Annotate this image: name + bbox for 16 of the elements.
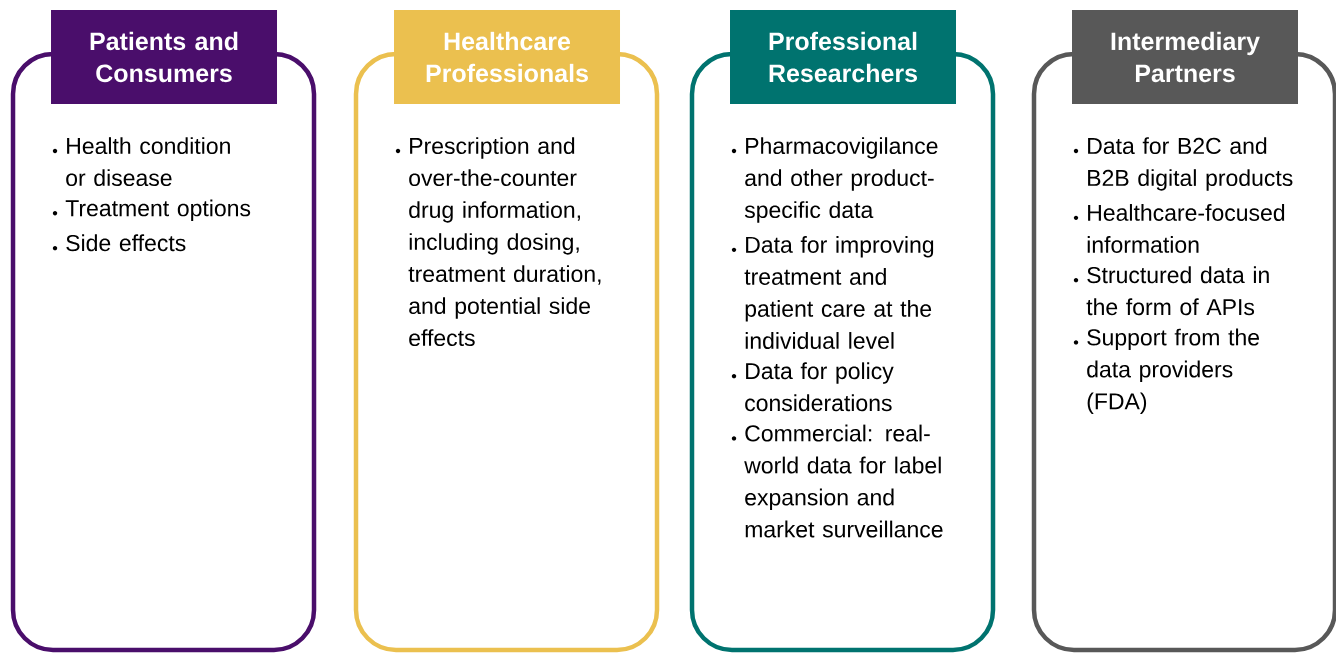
header-tab: Professional Researchers (730, 10, 956, 104)
bullet-item: Healthcare-focused information (1087, 204, 1285, 253)
header-tab: Patients and Consumers (51, 10, 277, 104)
header-tab: Healthcare Professionals (394, 10, 620, 104)
bullet-item: Treatment options (65, 199, 251, 221)
bullet-item: Support from the data providers (FDA) (1087, 328, 1259, 415)
bullet-item: Commercial: real-world data for label expansion and market surveillance (744, 424, 943, 538)
bullet-item: Pharmacovigilance and other product-specific data (744, 137, 938, 223)
bullet-item: Health condition or disease (66, 137, 230, 187)
bullet-item: Prescription and over-the-counter drug information, including dosing, treatment duration, and potential side effects (408, 137, 601, 347)
header-tab: Intermediary Partners (1072, 10, 1298, 104)
bullet-item: Data for B2C and B2B digital products (1088, 137, 1293, 191)
bullet-item: Structured data in the form of APIs (1086, 266, 1269, 316)
bullet-item: Data for policy considerations (745, 362, 894, 412)
bullet-item: Data for improving treatment and patient care at the individual level (744, 236, 934, 349)
bullet-item: Side effects (66, 234, 186, 252)
